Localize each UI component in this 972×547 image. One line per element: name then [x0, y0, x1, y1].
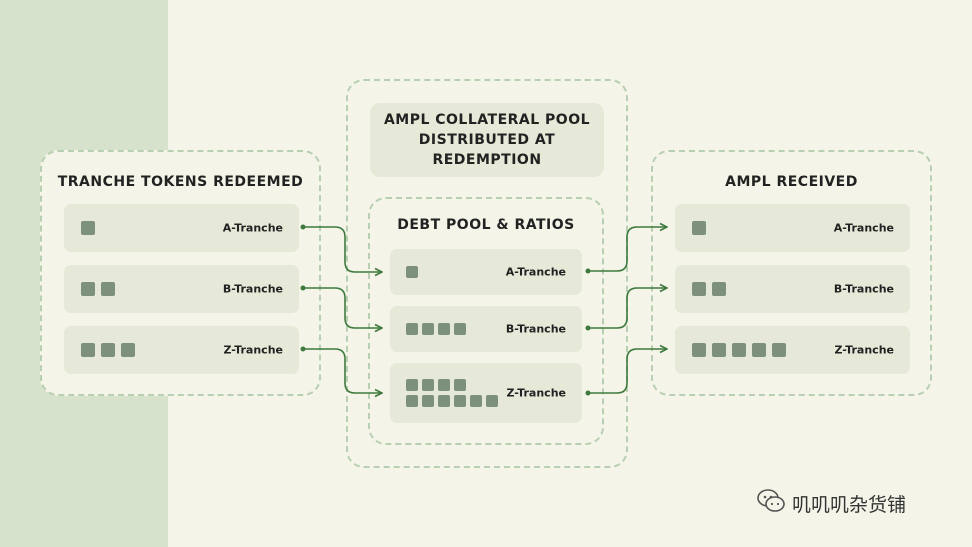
token-square: [438, 323, 450, 335]
collateral-pool-title-box: AMPL COLLATERAL POOL DISTRIBUTED AT REDE…: [370, 103, 604, 177]
token-square: [454, 379, 466, 391]
token-square: [81, 343, 95, 357]
token-square: [470, 395, 482, 407]
token-square: [454, 323, 466, 335]
token-square: [692, 221, 706, 235]
panel-title: DEBT POOL & RATIOS: [397, 217, 575, 233]
right-row-a-tranche: A-Tranche: [675, 204, 910, 252]
left-row-b-tranche: B-Tranche: [64, 265, 299, 313]
row-label: A-Tranche: [833, 221, 894, 235]
connector-b-in: [300, 285, 383, 329]
row-label: B-Tranche: [833, 282, 894, 296]
token-square: [406, 379, 418, 391]
panel-title: TRANCHE TOKENS REDEEMED: [57, 174, 304, 190]
row-label: A-Tranche: [222, 221, 283, 235]
token-square: [438, 395, 450, 407]
token-square: [692, 282, 706, 296]
watermark-text: 叽叽叽杂货铺: [792, 493, 907, 516]
token-square: [81, 221, 95, 235]
row-label: Z-Tranche: [223, 343, 283, 357]
token-square: [121, 343, 135, 357]
token-square: [422, 323, 434, 335]
token-square: [81, 282, 95, 296]
watermark: 叽叽叽杂货铺: [756, 488, 906, 518]
token-square: [752, 343, 766, 357]
token-square: [486, 395, 498, 407]
connector-a-out: [585, 227, 668, 274]
token-square: [438, 379, 450, 391]
token-square: [712, 282, 726, 296]
token-square: [712, 343, 726, 357]
wechat-icon: [756, 488, 786, 519]
debt-row-b-tranche: B-Tranche: [390, 306, 582, 352]
token-square: [101, 282, 115, 296]
row-label: A-Tranche: [505, 265, 566, 279]
token-square: [406, 266, 418, 278]
connector-b-out: [585, 288, 668, 331]
token-square: [732, 343, 746, 357]
row-label: B-Tranche: [505, 322, 566, 336]
token-square: [406, 323, 418, 335]
token-square: [772, 343, 786, 357]
token-square: [422, 395, 434, 407]
token-square: [422, 379, 434, 391]
collateral-pool-title: AMPL COLLATERAL POOL DISTRIBUTED AT REDE…: [383, 112, 591, 168]
token-square: [406, 395, 418, 407]
ampl-received-panel: AMPL RECEIVED A-Tranche B-Tranche Z-Tran…: [651, 150, 932, 396]
debt-row-z-tranche: Z-Tranche: [390, 363, 582, 423]
left-row-a-tranche: A-Tranche: [64, 204, 299, 252]
tranche-tokens-redeemed-panel: TRANCHE TOKENS REDEEMED A-Tranche B-Tran…: [40, 150, 321, 396]
left-row-z-tranche: Z-Tranche: [64, 326, 299, 374]
row-label: B-Tranche: [222, 282, 283, 296]
row-label: Z-Tranche: [506, 386, 566, 400]
right-row-z-tranche: Z-Tranche: [675, 326, 910, 374]
token-square: [692, 343, 706, 357]
panel-title: AMPL RECEIVED: [725, 174, 858, 190]
connector-z-out: [585, 349, 668, 396]
right-row-b-tranche: B-Tranche: [675, 265, 910, 313]
token-square: [454, 395, 466, 407]
debt-row-a-tranche: A-Tranche: [390, 249, 582, 295]
row-label: Z-Tranche: [834, 343, 894, 357]
debt-pool-ratios-panel: DEBT POOL & RATIOS A-Tranche B-Tranche Z…: [368, 197, 604, 445]
connector-z-in: [300, 346, 383, 394]
token-square: [101, 343, 115, 357]
connector-a-in: [300, 224, 383, 273]
